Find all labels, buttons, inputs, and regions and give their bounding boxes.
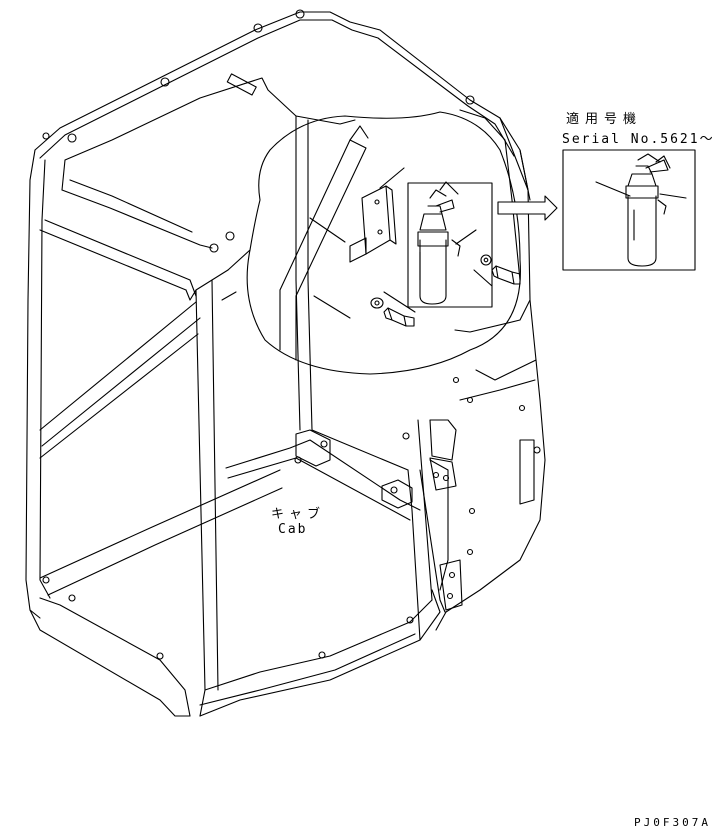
- applicable-serial-heading: 適用号機: [566, 112, 643, 127]
- detail-region: [247, 112, 520, 374]
- cab-label-japanese: キャブ: [271, 507, 326, 522]
- serial-number-label: Serial No.5621〜: [562, 132, 715, 147]
- serial-callout-box: [563, 150, 695, 270]
- extinguisher-detail-box: [408, 182, 492, 307]
- arrow-to-callout: [498, 196, 557, 220]
- washer-bolt-left: [371, 298, 414, 326]
- cab-label-english: Cab: [278, 522, 308, 537]
- washer-bolt-right: [481, 255, 520, 284]
- bracket: [350, 186, 396, 262]
- cab-frame: [26, 10, 545, 716]
- drawing-code: PJ0F307A: [634, 816, 711, 829]
